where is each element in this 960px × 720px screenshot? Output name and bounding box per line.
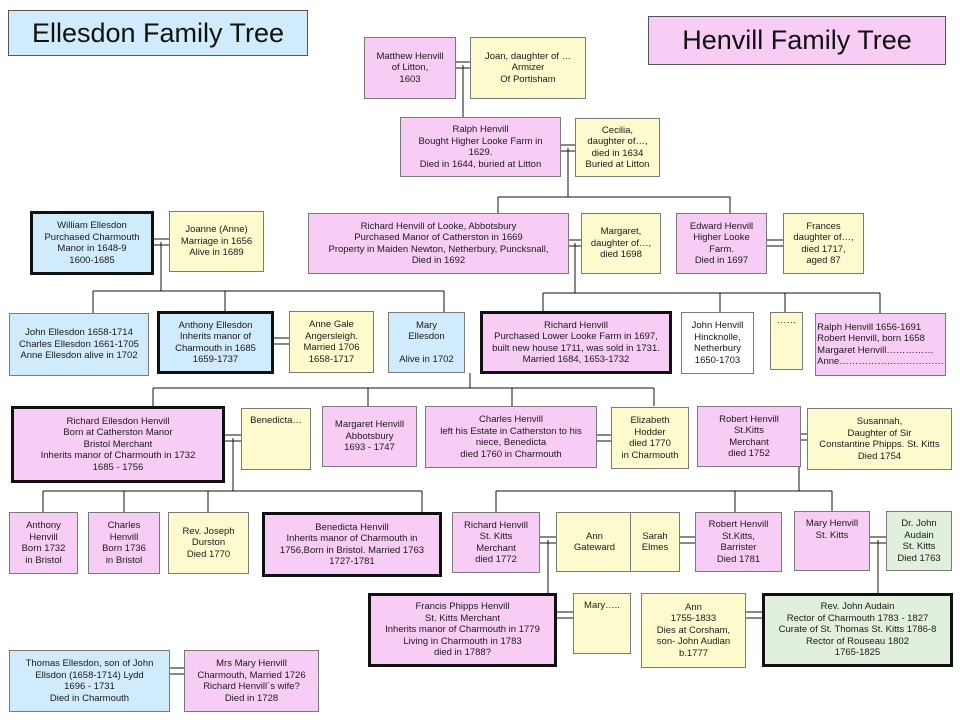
person-matthew-henvill: Matthew Henvill of Litton, 1603 [364,37,456,99]
person-margaret-henvill-abbotsbury: Margaret Henvill Abbotsbury 1693 - 1747 [322,406,417,467]
person-john-charles-anne-ellesdon: John Ellesdon 1658-1714 Charles Ellesdon… [9,313,149,376]
person-rev-john-audain: Rev. John Audain Rector of Charmouth 178… [762,593,953,667]
person-thomas-ellesdon: Thomas Ellesdon, son of John Ellsdon (16… [9,650,170,712]
person-susannah: Susannah, Daughter of Sir Constantine Ph… [807,408,952,470]
person-joanne-anne: Joanne (Anne) Marriage in 1656 Alive in … [169,211,264,272]
person-frances: Frances daughter of…, died 1717, aged 87 [783,213,864,274]
person-joseph-durston: Rev. Joseph Durston Died 1770 [168,512,249,574]
person-unknown-dots: …… [770,312,803,370]
person-robert-henvill-merchant: Robert Henvill St.Kitts Merchant died 17… [697,406,801,467]
person-francis-phipps-henvill: Francis Phipps Henvill St. Kitts Merchan… [368,593,557,667]
person-mrs-mary-henvill: Mrs Mary Henvill Charmouth, Married 1726… [184,650,319,712]
person-ann-gateward: Ann Gateward [556,512,633,572]
person-charles-henvill-elder: Charles Henvill left his Estate in Cathe… [425,406,597,468]
person-dr-john-audain: Dr. John Audain St. Kitts Died 1763 [886,511,952,571]
person-anne-gale: Anne Gale Angersleigh. Married 1706 1658… [289,311,374,373]
person-anthony-henvill: Anthony Henvill Born 1732 in Bristol [9,512,78,574]
person-william-ellesdon: William Ellesdon Purchased Charmouth Man… [30,211,154,275]
person-richard-henvill-lower-looke: Richard Henvill Purchased Lower Looke Fa… [480,311,672,374]
person-ann-1755: Ann 1755-1833 Dies at Corsham, son- John… [641,593,746,668]
person-ralph-henvill: Ralph Henvill Bought Higher Looke Farm i… [400,117,561,177]
person-joan: Joan, daughter of … Armizer Of Portisham [470,37,586,99]
person-richard-henvill-stkitts: Richard Henvill St. Kitts Merchant died … [452,512,540,573]
person-robert-henvill-barrister: Robert Henvill St.Kitts, Barrister Died … [695,512,782,572]
person-richard-ellesdon-henvill: Richard Ellesdon Henvill Born at Cathers… [11,406,225,483]
person-richard-henvill-looke: Richard Henvill of Looke, Abbotsbury Pur… [308,213,569,274]
person-anthony-ellesdon: Anthony Ellesdon Inherits manor of Charm… [157,311,274,374]
person-benedicta-henvill: Benedicta Henvill Inherits manor of Char… [262,512,442,577]
person-charles-henvill-1736: Charles Henvill Born 1736 in Bristol [88,512,160,574]
person-ralph-robert-margaret-anne: Ralph Henvill 1656-1691 Robert Henvill, … [815,313,946,376]
person-edward-henvill: Edward Henvill Higher Looke Farm. Died i… [676,213,767,274]
person-benedicta-wife: Benedicta… [241,408,311,470]
henvill-tree-title: Henvill Family Tree [648,16,946,65]
person-margaret-1698: Margaret, daughter of…, died 1698 [581,213,661,274]
person-mary-henvill-stkitts: Mary Henvill St. Kitts [794,511,870,571]
person-mary-ellesdon: Mary Ellesdon Alive in 1702 [388,312,465,373]
person-john-henvill-hincknolle: John Henvill Hincknolle, Netherbury 1650… [681,312,754,374]
person-cecilia: Cecilia, daughter of…, died in 1634 Buri… [575,118,660,177]
person-elizabeth-hodder: Elizabeth Hodder died 1770 in Charmouth [611,407,689,469]
person-mary-dots: Mary….. [573,593,631,654]
ellesdon-tree-title: Ellesdon Family Tree [8,10,308,56]
person-sarah-elmes: Sarah Elmes [630,512,680,572]
